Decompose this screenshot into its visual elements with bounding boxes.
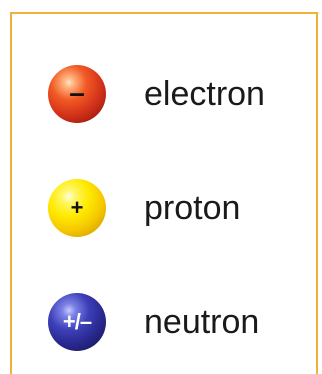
proton-symbol: + (70, 195, 84, 220)
electron-label: electron (144, 75, 265, 113)
electron-symbol: – (69, 77, 85, 108)
neutron-sphere-icon: +/– (48, 293, 106, 351)
proton-sphere-icon: + (48, 179, 106, 237)
particle-legend: – electron + proton +/– neutron (10, 12, 318, 374)
legend-item-electron: – electron (48, 64, 265, 124)
proton-label: proton (144, 189, 241, 227)
neutron-label: neutron (144, 303, 260, 341)
legend-item-proton: + proton (48, 178, 240, 238)
neutron-symbol: +/– (62, 309, 92, 334)
electron-sphere-icon: – (48, 65, 106, 123)
legend-item-neutron: +/– neutron (48, 292, 259, 352)
